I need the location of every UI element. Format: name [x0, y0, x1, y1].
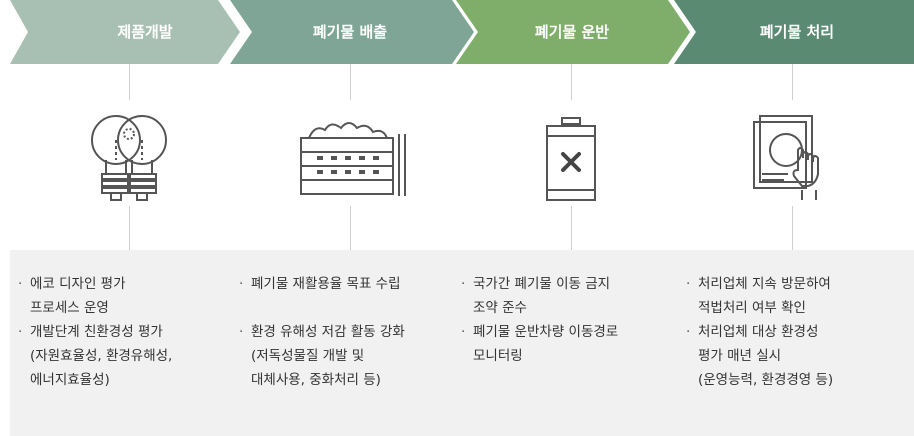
stage-chevron-4 [674, 0, 914, 64]
stage-chevron-3 [456, 0, 690, 64]
item-text-line: 적법처리 여부 확인 [698, 300, 806, 316]
connector-line-top-2 [350, 64, 351, 100]
column-3: 국가간 폐기물 이동 금지 조약 준수 폐기물 운반차량 이동경로 모니터링 [461, 272, 671, 368]
process-stage-bar [10, 0, 914, 64]
bullet-item: 에코 디자인 평가 프로세스 운영 [18, 272, 218, 320]
bullet-item: 처리업체 지속 방문하여 적법처리 여부 확인 [686, 272, 906, 320]
bullet-item: 국가간 폐기물 이동 금지 조약 준수 [461, 272, 671, 320]
stage-label-2: 폐기물 배출 [312, 23, 388, 41]
connector-line-bottom-1 [129, 206, 130, 250]
bullet-item: 폐기물 운반차량 이동경로 모니터링 [461, 320, 671, 368]
item-text-line: 모니터링 [473, 348, 523, 364]
item-text-line: (저독성물질 개발 및 [251, 348, 365, 364]
column-2: 폐기물 재활용율 목표 수립 환경 유해성 저감 활동 강화 (저독성물질 개발… [239, 272, 449, 392]
item-text-line: 프로세스 운영 [30, 300, 109, 316]
connector-line-bottom-4 [792, 206, 793, 250]
waste-bin-icon [300, 122, 406, 196]
item-text-line: 처리업체 대상 환경성 [698, 324, 819, 340]
stage-label-4: 폐기물 처리 [759, 23, 835, 41]
item-text-line: 에너지효율성) [30, 372, 110, 388]
hazard-container-icon [546, 117, 596, 201]
connector-line-top-3 [571, 64, 572, 100]
item-text-line: 처리업체 지속 방문하여 [698, 276, 831, 292]
item-text-line: (자원효율성, 환경유해성, [30, 348, 173, 364]
stage-label-3: 폐기물 운반 [534, 23, 610, 41]
connector-line-bottom-2 [350, 206, 351, 250]
bullet-item: 처리업체 대상 환경성 평가 매년 실시 (운영능력, 환경경영 등) [686, 320, 906, 392]
bullet-item: 환경 유해성 저감 활동 강화 (저독성물질 개발 및 대체사용, 중화처리 등… [239, 320, 449, 392]
connector-line-top-1 [129, 64, 130, 100]
bullet-item: 개발단계 친환경성 평가 (자원효율성, 환경유해성, 에너지효율성) [18, 320, 218, 392]
item-text-line: 국가간 폐기물 이동 금지 [473, 276, 611, 292]
item-text-line: 에코 디자인 평가 [30, 276, 126, 292]
column-1: 에코 디자인 평가 프로세스 운영 개발단계 친환경성 평가 (자원효율성, 환… [18, 272, 218, 392]
item-text-line: 개발단계 친환경성 평가 [30, 324, 163, 340]
item-text-line: 조약 준수 [473, 300, 527, 316]
bullet-item: 폐기물 재활용율 목표 수립 [239, 272, 449, 296]
item-text-line: (운영능력, 환경경영 등) [698, 372, 834, 388]
document-inspection-icon [753, 115, 819, 200]
item-text-line: 폐기물 재활용율 목표 수립 [251, 276, 401, 292]
connector-line-top-4 [792, 64, 793, 100]
item-text-line: 환경 유해성 저감 활동 강화 [251, 324, 405, 340]
stage-label-1: 제품개발 [117, 23, 173, 41]
lightbulbs-icon [91, 115, 167, 201]
item-text-line: 폐기물 운반차량 이동경로 [473, 324, 619, 340]
column-4: 처리업체 지속 방문하여 적법처리 여부 확인 처리업체 대상 환경성 평가 매… [686, 272, 906, 392]
item-text-line: 평가 매년 실시 [698, 348, 782, 364]
connector-line-bottom-3 [571, 206, 572, 250]
item-text-line: 대체사용, 중화처리 등) [251, 372, 381, 388]
stage-chevron-2 [230, 0, 474, 64]
stage-chevron-1 [10, 0, 240, 64]
